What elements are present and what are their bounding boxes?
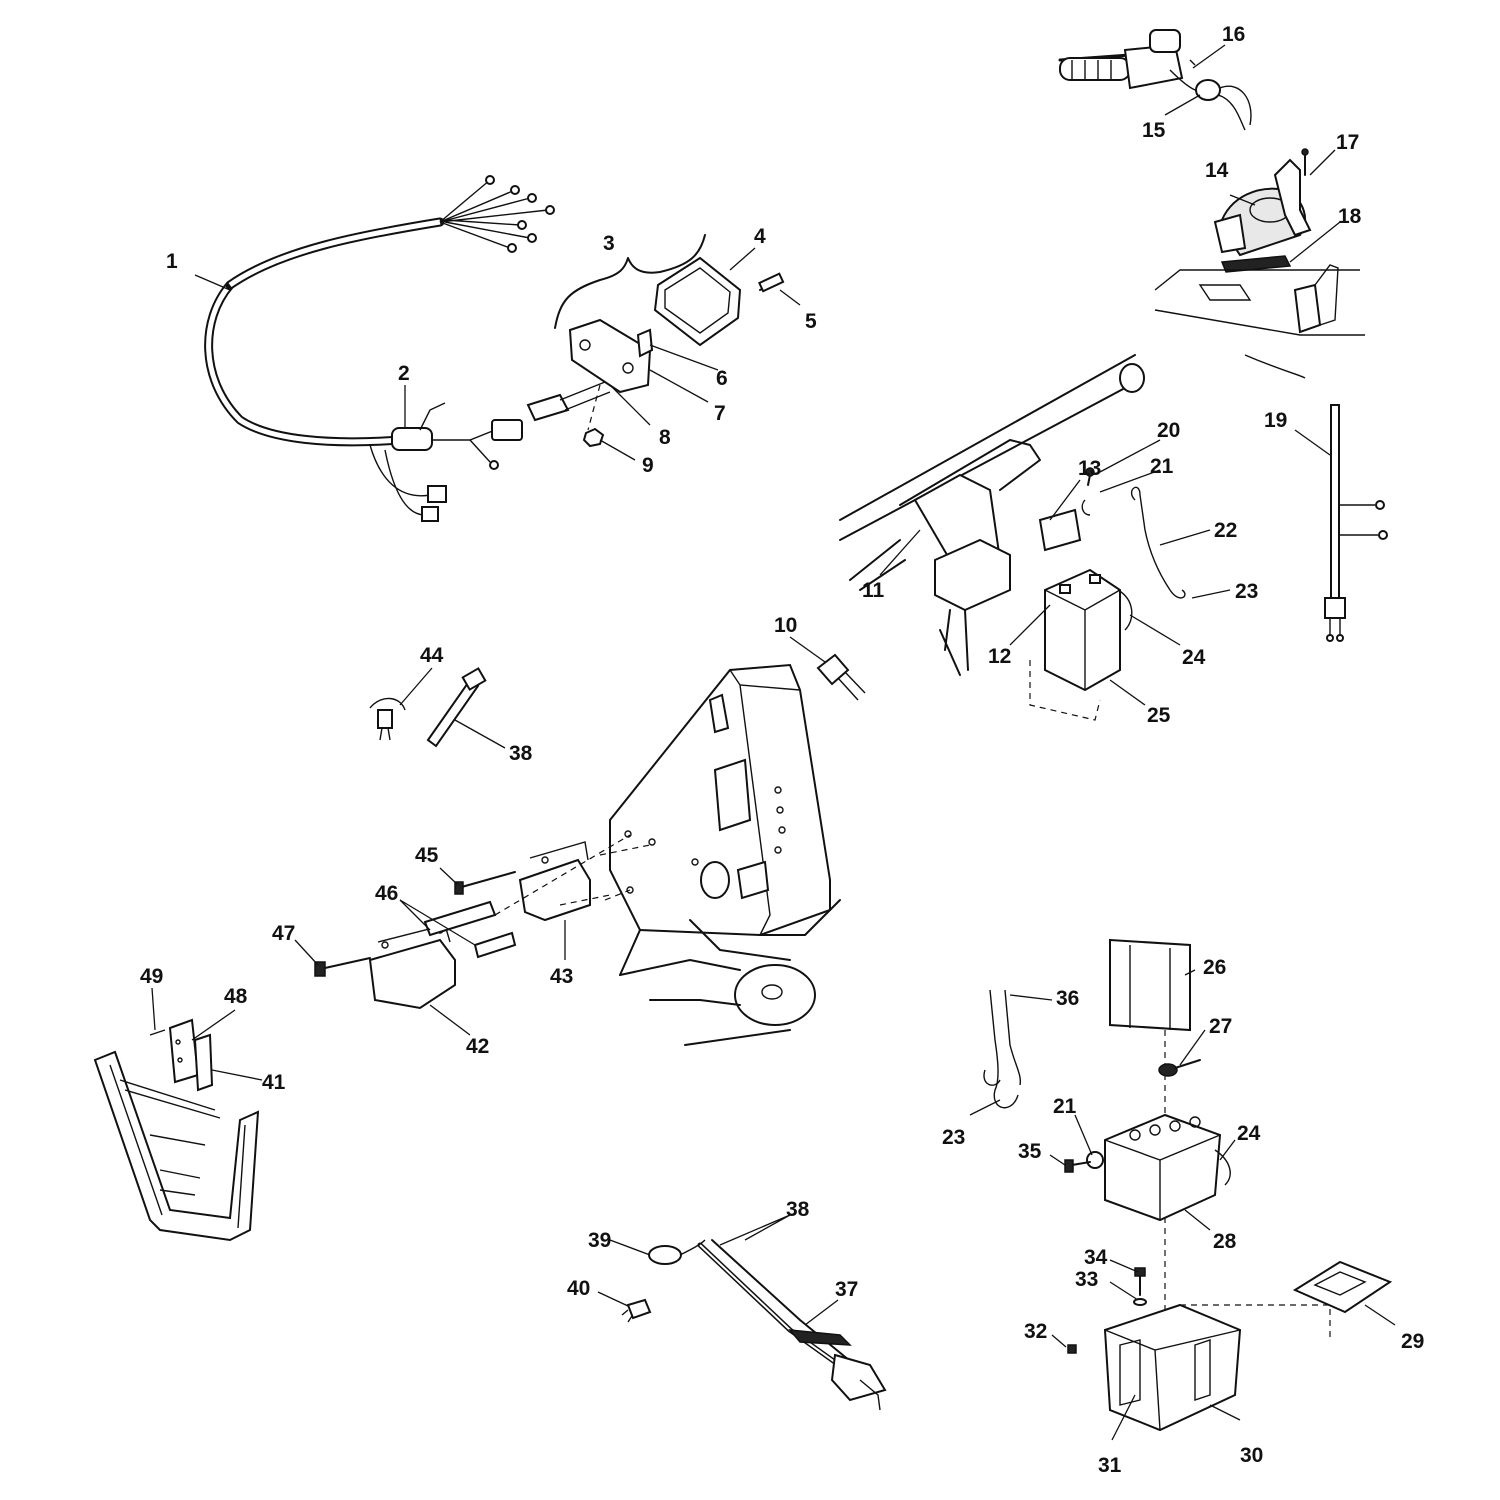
callout-27: 27 [1209, 1015, 1232, 1038]
battery-frame [839, 354, 1186, 721]
tail-light-assembly [526, 234, 785, 448]
tail-light-harness [621, 1239, 887, 1411]
callout-36: 36 [1056, 987, 1079, 1010]
callout-29: 29 [1401, 1330, 1424, 1353]
mud-flap [93, 1018, 260, 1242]
callout-1: 1 [166, 250, 178, 273]
battery-box-assembly [983, 938, 1393, 1432]
handlebar-switch [1058, 29, 1252, 131]
callout-47: 47 [272, 922, 295, 945]
callout-9: 9 [642, 454, 654, 477]
leader-lines [151, 44, 1396, 1441]
callout-22: 22 [1214, 519, 1237, 542]
rear-frame-plate [314, 663, 841, 1046]
callout-24: 24 [1182, 646, 1206, 669]
callout-3: 3 [603, 232, 615, 255]
callout-7: 7 [714, 402, 726, 425]
callout-labels: 1 2 3 4 5 6 7 8 9 10 11 12 13 14 15 16 1… [140, 23, 1424, 1477]
callout-21b: 21 [1053, 1095, 1077, 1118]
cable-tie [369, 667, 487, 748]
callout-25: 25 [1147, 704, 1171, 727]
callout-35: 35 [1018, 1140, 1042, 1163]
callout-49: 49 [140, 965, 163, 988]
callout-4: 4 [754, 225, 766, 248]
callout-44: 44 [420, 644, 444, 667]
callout-20: 20 [1157, 419, 1180, 442]
callout-23: 23 [1235, 580, 1258, 603]
callout-12: 12 [988, 645, 1011, 668]
callout-34: 34 [1084, 1246, 1108, 1269]
callout-26: 26 [1203, 956, 1226, 979]
callout-33: 33 [1075, 1268, 1098, 1291]
callout-8: 8 [659, 426, 671, 449]
callout-48: 48 [224, 985, 248, 1008]
callout-14: 14 [1205, 159, 1229, 182]
callout-46: 46 [375, 882, 398, 905]
callout-43: 43 [550, 965, 573, 988]
callout-18: 18 [1338, 205, 1362, 228]
callout-41: 41 [262, 1071, 286, 1094]
callout-17: 17 [1336, 131, 1359, 154]
callout-24b: 24 [1237, 1122, 1261, 1145]
callout-28: 28 [1213, 1230, 1237, 1253]
callout-40: 40 [567, 1277, 590, 1300]
callout-19: 19 [1264, 409, 1287, 432]
callout-38b: 38 [786, 1198, 810, 1221]
callout-45: 45 [415, 844, 439, 867]
horn [1154, 148, 1365, 379]
callout-21: 21 [1150, 455, 1174, 478]
callout-31: 31 [1098, 1454, 1122, 1477]
callout-6: 6 [716, 367, 728, 390]
callout-23b: 23 [942, 1126, 965, 1149]
connector-10 [816, 653, 866, 701]
harness-19 [1324, 404, 1388, 642]
callout-2: 2 [398, 362, 410, 385]
callout-5: 5 [805, 310, 817, 333]
callout-32: 32 [1024, 1320, 1047, 1343]
callout-38a: 38 [509, 742, 533, 765]
callout-10: 10 [774, 614, 797, 637]
callout-11: 11 [862, 579, 885, 602]
callout-15: 15 [1142, 119, 1166, 142]
callout-42: 42 [466, 1035, 489, 1058]
wiring-harness [204, 175, 555, 522]
callout-16: 16 [1222, 23, 1245, 46]
callout-13: 13 [1078, 457, 1101, 480]
callout-30: 30 [1240, 1444, 1263, 1467]
callout-37: 37 [835, 1278, 858, 1301]
callout-39: 39 [588, 1229, 611, 1252]
